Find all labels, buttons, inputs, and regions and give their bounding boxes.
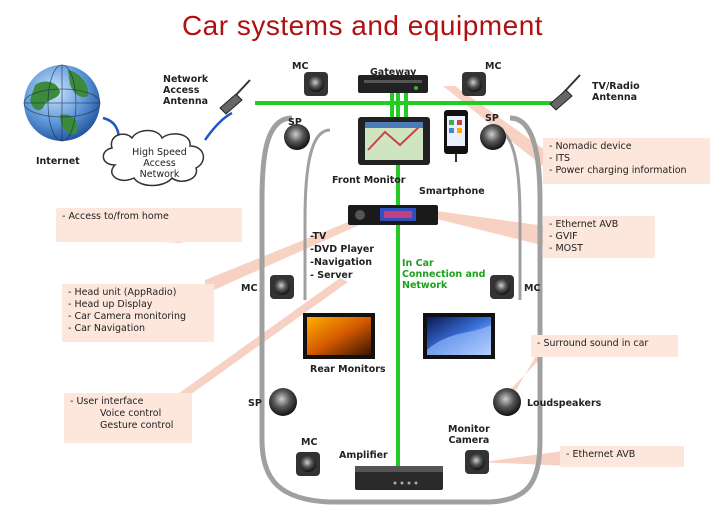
note-item: Surround sound in car — [537, 338, 672, 350]
tv-radio-antenna-label: TV/Radio Antenna — [592, 81, 640, 103]
note-access-home: Access to/from home — [56, 208, 242, 242]
network-access-antenna-label: Network Access Antenna — [163, 74, 209, 107]
sp-label-top-left: SP — [288, 117, 302, 128]
loudspeakers-label: Loudspeakers — [527, 398, 602, 409]
note-nomadic: Nomadic device ITS Power charging inform… — [543, 138, 710, 184]
note-ethernet-group: Ethernet AVB GVIF MOST — [543, 216, 655, 258]
note-item: Access to/from home — [62, 211, 236, 223]
media-item-navigation: -Navigation — [310, 257, 373, 268]
page-title: Car systems and equipment — [181, 10, 544, 41]
speakers — [269, 124, 521, 416]
internet-globe-icon — [23, 64, 101, 142]
smartphone-device — [444, 110, 468, 162]
media-item-tv: -TV — [310, 231, 327, 242]
note-item: MOST — [549, 243, 649, 255]
cloud-shape — [102, 129, 205, 187]
note-subitem: Gesture control — [100, 420, 174, 431]
note-item: Head up Display — [68, 299, 208, 311]
gateway-device — [358, 75, 428, 93]
network-antenna-icon — [219, 79, 251, 115]
head-unit-device — [348, 205, 438, 225]
note-ethernet-avb-bottom: Ethernet AVB — [560, 446, 684, 467]
note-item: Ethernet AVB — [549, 219, 649, 231]
rear-monitor-right — [423, 313, 495, 359]
media-list: -TV -DVD Player -Navigation - Server — [310, 230, 374, 282]
media-item-dvd: -DVD Player — [310, 244, 375, 255]
note-item: GVIF — [549, 231, 649, 243]
mc-label-bottom-left: MC — [301, 437, 318, 448]
amplifier-label: Amplifier — [339, 450, 388, 461]
mc-cameras — [270, 72, 514, 476]
note-subitem: Voice control — [100, 408, 162, 419]
smartphone-label: Smartphone — [419, 186, 485, 197]
tv-radio-antenna-icon — [549, 74, 581, 111]
gateway-label: Gateway — [370, 67, 417, 78]
sp-label-bottom-left: SP — [248, 398, 262, 409]
mc-label-mid-right: MC — [524, 283, 541, 294]
mc-label-top-left: MC — [292, 61, 309, 72]
note-surround: Surround sound in car — [531, 335, 678, 357]
note-head-unit: Head unit (AppRadio) Head up Display Car… — [62, 284, 214, 342]
front-monitor-device — [358, 117, 430, 165]
high-speed-network-label: High Speed Access Network — [132, 147, 187, 180]
note-item: Power charging information — [549, 165, 704, 177]
media-item-server: - Server — [310, 270, 353, 281]
rear-monitor-left — [303, 313, 375, 359]
mc-label-mid-left: MC — [241, 283, 258, 294]
note-item: Head unit (AppRadio) — [68, 287, 208, 299]
note-item: Car Camera monitoring — [68, 311, 208, 323]
front-monitor-label: Front Monitor — [332, 175, 406, 186]
note-item: Nomadic device — [549, 141, 704, 153]
note-item: Car Navigation — [68, 323, 208, 335]
internet-label: Internet — [36, 156, 80, 167]
monitor-camera-label: Monitor Camera — [448, 424, 490, 446]
in-car-network-label: In Car Connection and Network — [402, 258, 486, 291]
rear-monitors-label: Rear Monitors — [310, 364, 386, 375]
note-item: ITS — [549, 153, 704, 165]
note-user-interface: User interface Voice control Gesture con… — [64, 393, 192, 443]
note-item: User interface — [70, 396, 186, 408]
mc-label-top-right: MC — [485, 61, 502, 72]
amplifier-device — [355, 466, 443, 490]
sp-label-top-right: SP — [485, 113, 499, 124]
note-item: Ethernet AVB — [566, 449, 678, 461]
